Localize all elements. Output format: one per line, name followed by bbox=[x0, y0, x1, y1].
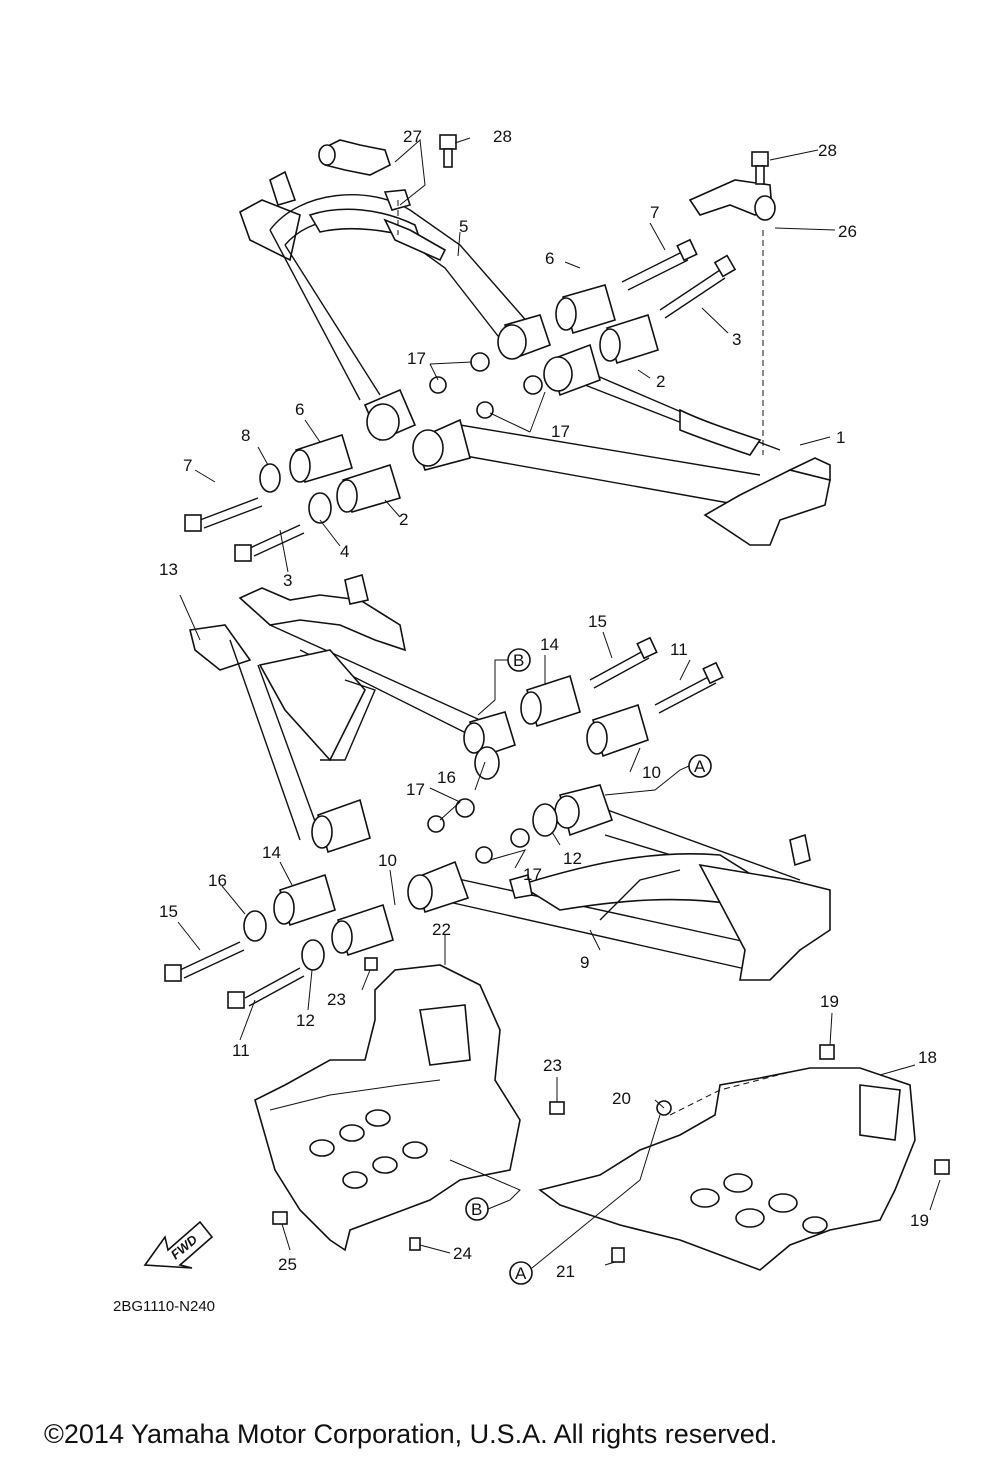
lower-bushings bbox=[164, 636, 724, 1009]
callout-20: 20 bbox=[612, 1089, 631, 1108]
callout-23: 23 bbox=[543, 1056, 562, 1075]
callout-17: 17 bbox=[551, 422, 570, 441]
upper-arm-assembly bbox=[239, 170, 831, 546]
diagram-code: 2BG1110-N240 bbox=[113, 1298, 215, 1315]
callout-6: 6 bbox=[295, 400, 304, 419]
callout-4: 4 bbox=[340, 542, 349, 561]
callout-14: 14 bbox=[262, 843, 281, 862]
leader-lines bbox=[177, 137, 941, 1266]
bolt-28-pair bbox=[439, 134, 769, 185]
callout-19: 19 bbox=[820, 992, 839, 1011]
callout-15: 15 bbox=[588, 612, 607, 631]
callout-16: 16 bbox=[208, 871, 227, 890]
callout-8: 8 bbox=[241, 426, 250, 445]
callout-numbers: 1 2 2 3 3 4 5 6 6 7 7 8 9 10 10 11 11 12… bbox=[159, 127, 937, 1281]
callout-10: 10 bbox=[642, 763, 661, 782]
callout-15: 15 bbox=[159, 902, 178, 921]
callout-22: 22 bbox=[432, 920, 451, 939]
callout-7: 7 bbox=[650, 203, 659, 222]
skid-plate-18 bbox=[538, 1067, 916, 1271]
callout-18: 18 bbox=[918, 1048, 937, 1067]
callout-25: 25 bbox=[278, 1255, 297, 1274]
ref-b-upper: B bbox=[513, 651, 524, 670]
callout-13: 13 bbox=[159, 560, 178, 579]
callout-19: 19 bbox=[910, 1211, 929, 1230]
callout-5: 5 bbox=[459, 217, 468, 236]
callout-12: 12 bbox=[563, 849, 582, 868]
skid-plate-22 bbox=[254, 964, 521, 1252]
callout-28: 28 bbox=[818, 141, 837, 160]
callout-17: 17 bbox=[406, 780, 425, 799]
callout-9: 9 bbox=[580, 953, 589, 972]
reference-markers: B A B A bbox=[449, 648, 712, 1285]
callout-17: 17 bbox=[523, 865, 542, 884]
upper-bushings bbox=[184, 238, 737, 562]
callout-2: 2 bbox=[656, 372, 665, 391]
callout-28: 28 bbox=[493, 127, 512, 146]
ref-a-upper: A bbox=[694, 757, 706, 776]
callout-23: 23 bbox=[327, 990, 346, 1009]
callout-27: 27 bbox=[403, 127, 422, 146]
lower-arm-assembly bbox=[189, 573, 831, 981]
callout-1: 1 bbox=[836, 428, 845, 447]
callout-11: 11 bbox=[670, 640, 688, 659]
callout-6: 6 bbox=[545, 249, 554, 268]
callout-7: 7 bbox=[183, 456, 192, 475]
fwd-arrow-icon: FWD bbox=[143, 1220, 214, 1269]
callout-2: 2 bbox=[399, 510, 408, 529]
callout-11: 11 bbox=[232, 1041, 250, 1060]
upper-brackets bbox=[318, 139, 776, 455]
callout-16: 16 bbox=[437, 768, 456, 787]
callout-26: 26 bbox=[838, 222, 857, 241]
callout-3: 3 bbox=[283, 571, 292, 590]
ref-a-lower: A bbox=[515, 1264, 527, 1283]
skid-fasteners bbox=[272, 957, 950, 1263]
callout-17: 17 bbox=[407, 349, 426, 368]
callout-10: 10 bbox=[378, 851, 397, 870]
callout-14: 14 bbox=[540, 635, 559, 654]
ref-b-lower: B bbox=[471, 1200, 482, 1219]
callout-24: 24 bbox=[453, 1244, 472, 1263]
callout-12: 12 bbox=[296, 1011, 315, 1030]
copyright-notice: ©2014 Yamaha Motor Corporation, U.S.A. A… bbox=[44, 1419, 777, 1449]
callout-3: 3 bbox=[732, 330, 741, 349]
callout-21: 21 bbox=[556, 1262, 575, 1281]
